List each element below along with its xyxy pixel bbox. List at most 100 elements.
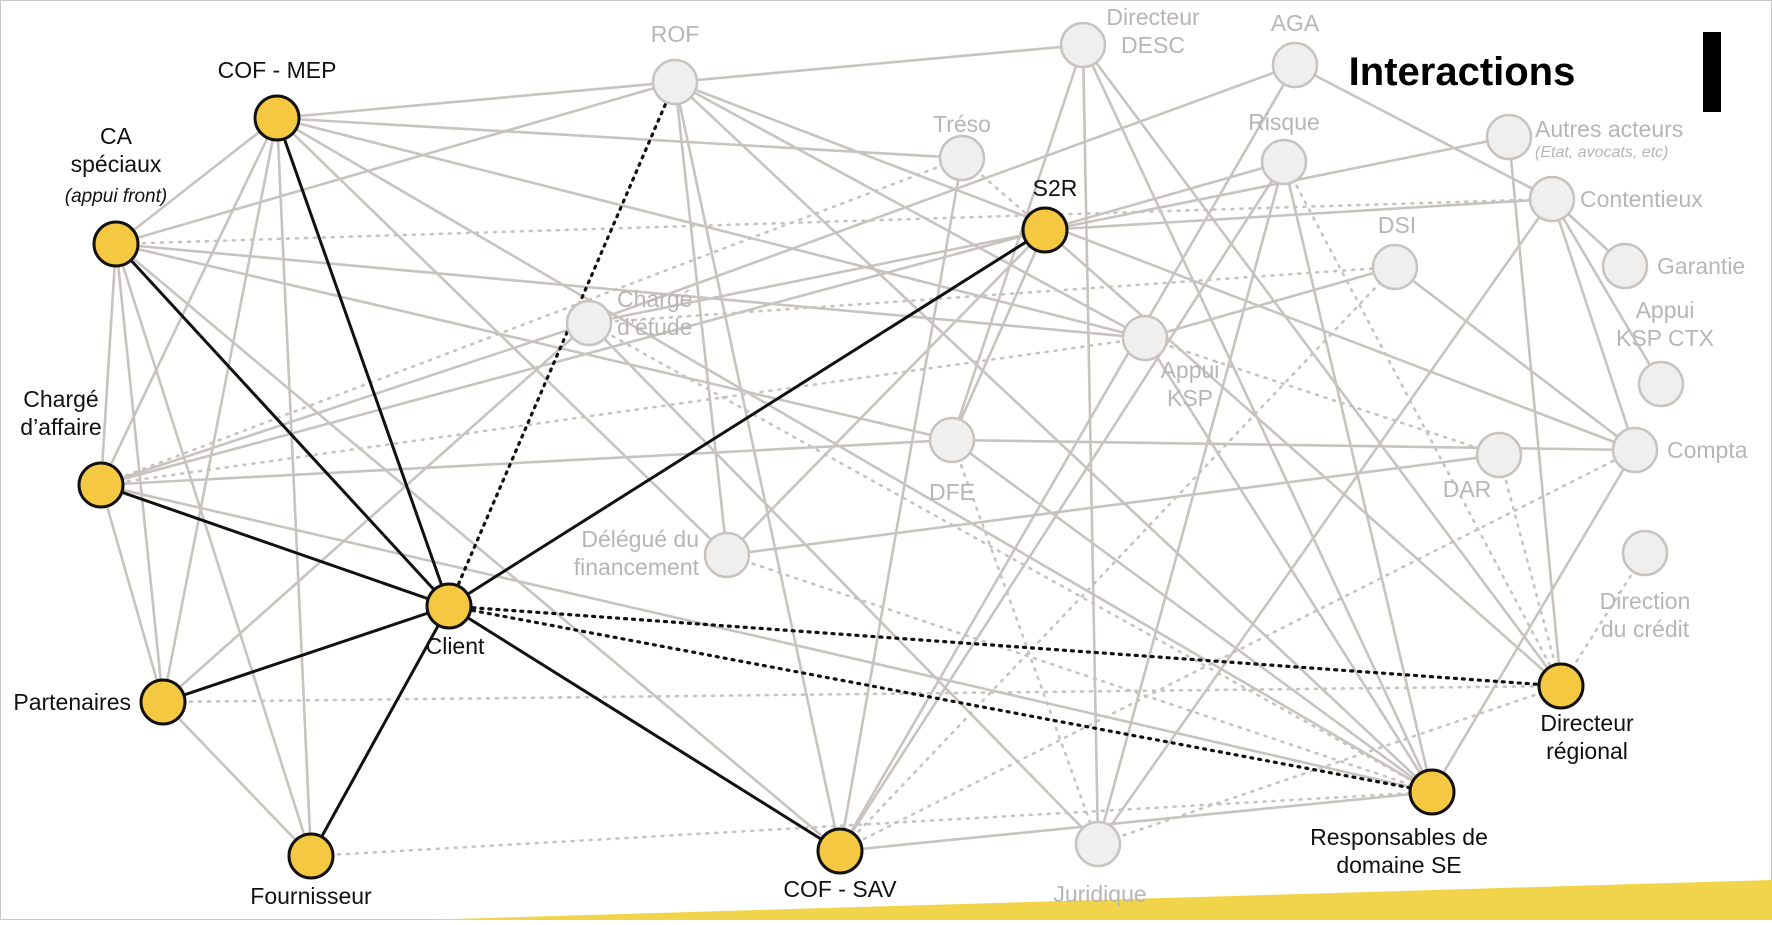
node-contentieux: Contentieux: [1528, 175, 1703, 223]
node-label: ROF: [651, 21, 700, 47]
node-label: Juridique: [1053, 881, 1146, 907]
edge-charge_affaire-dfe: [100, 438, 953, 487]
edge-directeur_desc-juridique: [1081, 44, 1100, 845]
edge-delegue_financement-responsables_se: [725, 553, 1434, 794]
node-circle: [1059, 21, 1107, 69]
node-cof-sav: COF - SAV: [783, 827, 897, 902]
node-circle: [1601, 242, 1649, 290]
edge-charge_affaire-s2r: [100, 228, 1046, 487]
edge-partenaires-fournisseur: [162, 701, 312, 857]
edge-client-rof: [447, 80, 677, 608]
edge-cof_sav-dsi: [838, 265, 1397, 853]
node-label: AGA: [1271, 10, 1320, 36]
node-partenaires: Partenaires: [13, 678, 187, 726]
node-dar: DAR: [1443, 431, 1523, 502]
edge-client-directeur_regional: [447, 604, 1563, 688]
edge-autres_acteurs-directeur_regional: [1507, 136, 1563, 687]
node-circle: [1611, 426, 1659, 474]
node-circle: [1537, 662, 1585, 710]
edge-treso-cof_sav: [838, 157, 964, 852]
edge-rof-delegue_financement: [673, 81, 729, 556]
node-dfe: DFE: [928, 416, 976, 505]
edge-charge_etude-dsi: [587, 265, 1397, 325]
edge-s2r-directeur_regional: [1044, 229, 1562, 687]
node-circle: [1408, 768, 1456, 816]
node-circle: [92, 220, 140, 268]
edge-contentieux-appui_ksp_ctx: [1550, 198, 1663, 385]
edge-client-partenaires: [162, 604, 450, 704]
node-circle: [1637, 360, 1685, 408]
edge-appui_ksp-dar: [1143, 336, 1501, 457]
node-label: DFE: [929, 479, 975, 505]
edge-rof-compta: [674, 80, 1636, 452]
node-juridique: Juridique: [1053, 820, 1147, 907]
node-circle: [1621, 529, 1669, 577]
edge-appui_ksp-responsables_se: [1143, 337, 1434, 793]
node-circle: [77, 461, 125, 509]
node-label: COF - MEP: [218, 57, 337, 83]
edge-risque-juridique: [1096, 161, 1286, 845]
node-circle: [1074, 820, 1122, 868]
node-circle: [703, 531, 751, 579]
edge-aga-contentieux: [1294, 63, 1553, 201]
edge-cof_sav-responsables_se: [839, 790, 1433, 853]
node-circle: [938, 134, 986, 182]
edge-dfe-juridique: [950, 438, 1100, 846]
node-cof-mep: COF - MEP: [218, 57, 337, 142]
edge-aga-charge_etude: [588, 63, 1296, 325]
node-autres-acteurs: Autres acteurs(Etat, avocats, etc): [1485, 113, 1683, 161]
node-label: Contentieux: [1580, 186, 1703, 212]
edge-charge_affaire-ca_speciaux: [99, 243, 118, 486]
edge-risque-s2r: [1044, 160, 1285, 232]
edge-client-responsables_se: [447, 604, 1434, 794]
node-circle: [253, 94, 301, 142]
edges-layer: [99, 43, 1663, 858]
node-label: Client: [426, 633, 485, 659]
node-circle: [287, 832, 335, 880]
edge-cof_mep-charge_affaire: [99, 117, 279, 486]
node-client: Client: [425, 582, 485, 659]
node-label: DSI: [1378, 212, 1416, 238]
node-fournisseur: Fournisseur: [250, 832, 372, 909]
edge-s2r-dfe: [950, 229, 1047, 441]
edge-cof_mep-responsables_se: [276, 116, 1433, 794]
edge-cof_mep-partenaires: [161, 117, 279, 703]
title-group: Interactions: [1349, 32, 1721, 112]
node-circle: [1271, 41, 1319, 89]
node-circle: [1260, 138, 1308, 186]
edge-rof-appui_ksp: [674, 80, 1146, 340]
node-s2r: S2R: [1021, 175, 1077, 254]
edge-directeur_desc-directeur_regional: [1081, 44, 1563, 687]
node-label: Tréso: [933, 111, 991, 137]
node-aga: AGA: [1271, 10, 1320, 89]
edge-dar-directeur_regional: [1497, 453, 1563, 688]
edge-dsi-appui_ksp: [1144, 265, 1396, 340]
node-circle: [1121, 314, 1169, 362]
node-label: DAR: [1443, 476, 1492, 502]
edge-dfe-responsables_se: [951, 438, 1433, 794]
edge-ca_speciaux-rof: [115, 80, 676, 246]
edge-charge_affaire-treso: [99, 156, 964, 487]
node-label: Compta: [1667, 437, 1748, 463]
footer-band: [420, 880, 1772, 920]
edge-ca_speciaux-appui_ksp: [115, 242, 1146, 340]
edge-juridique-charge_etude: [588, 322, 1099, 845]
node-compta: Compta: [1611, 426, 1748, 474]
node-sublabel: (appui front): [65, 186, 167, 207]
